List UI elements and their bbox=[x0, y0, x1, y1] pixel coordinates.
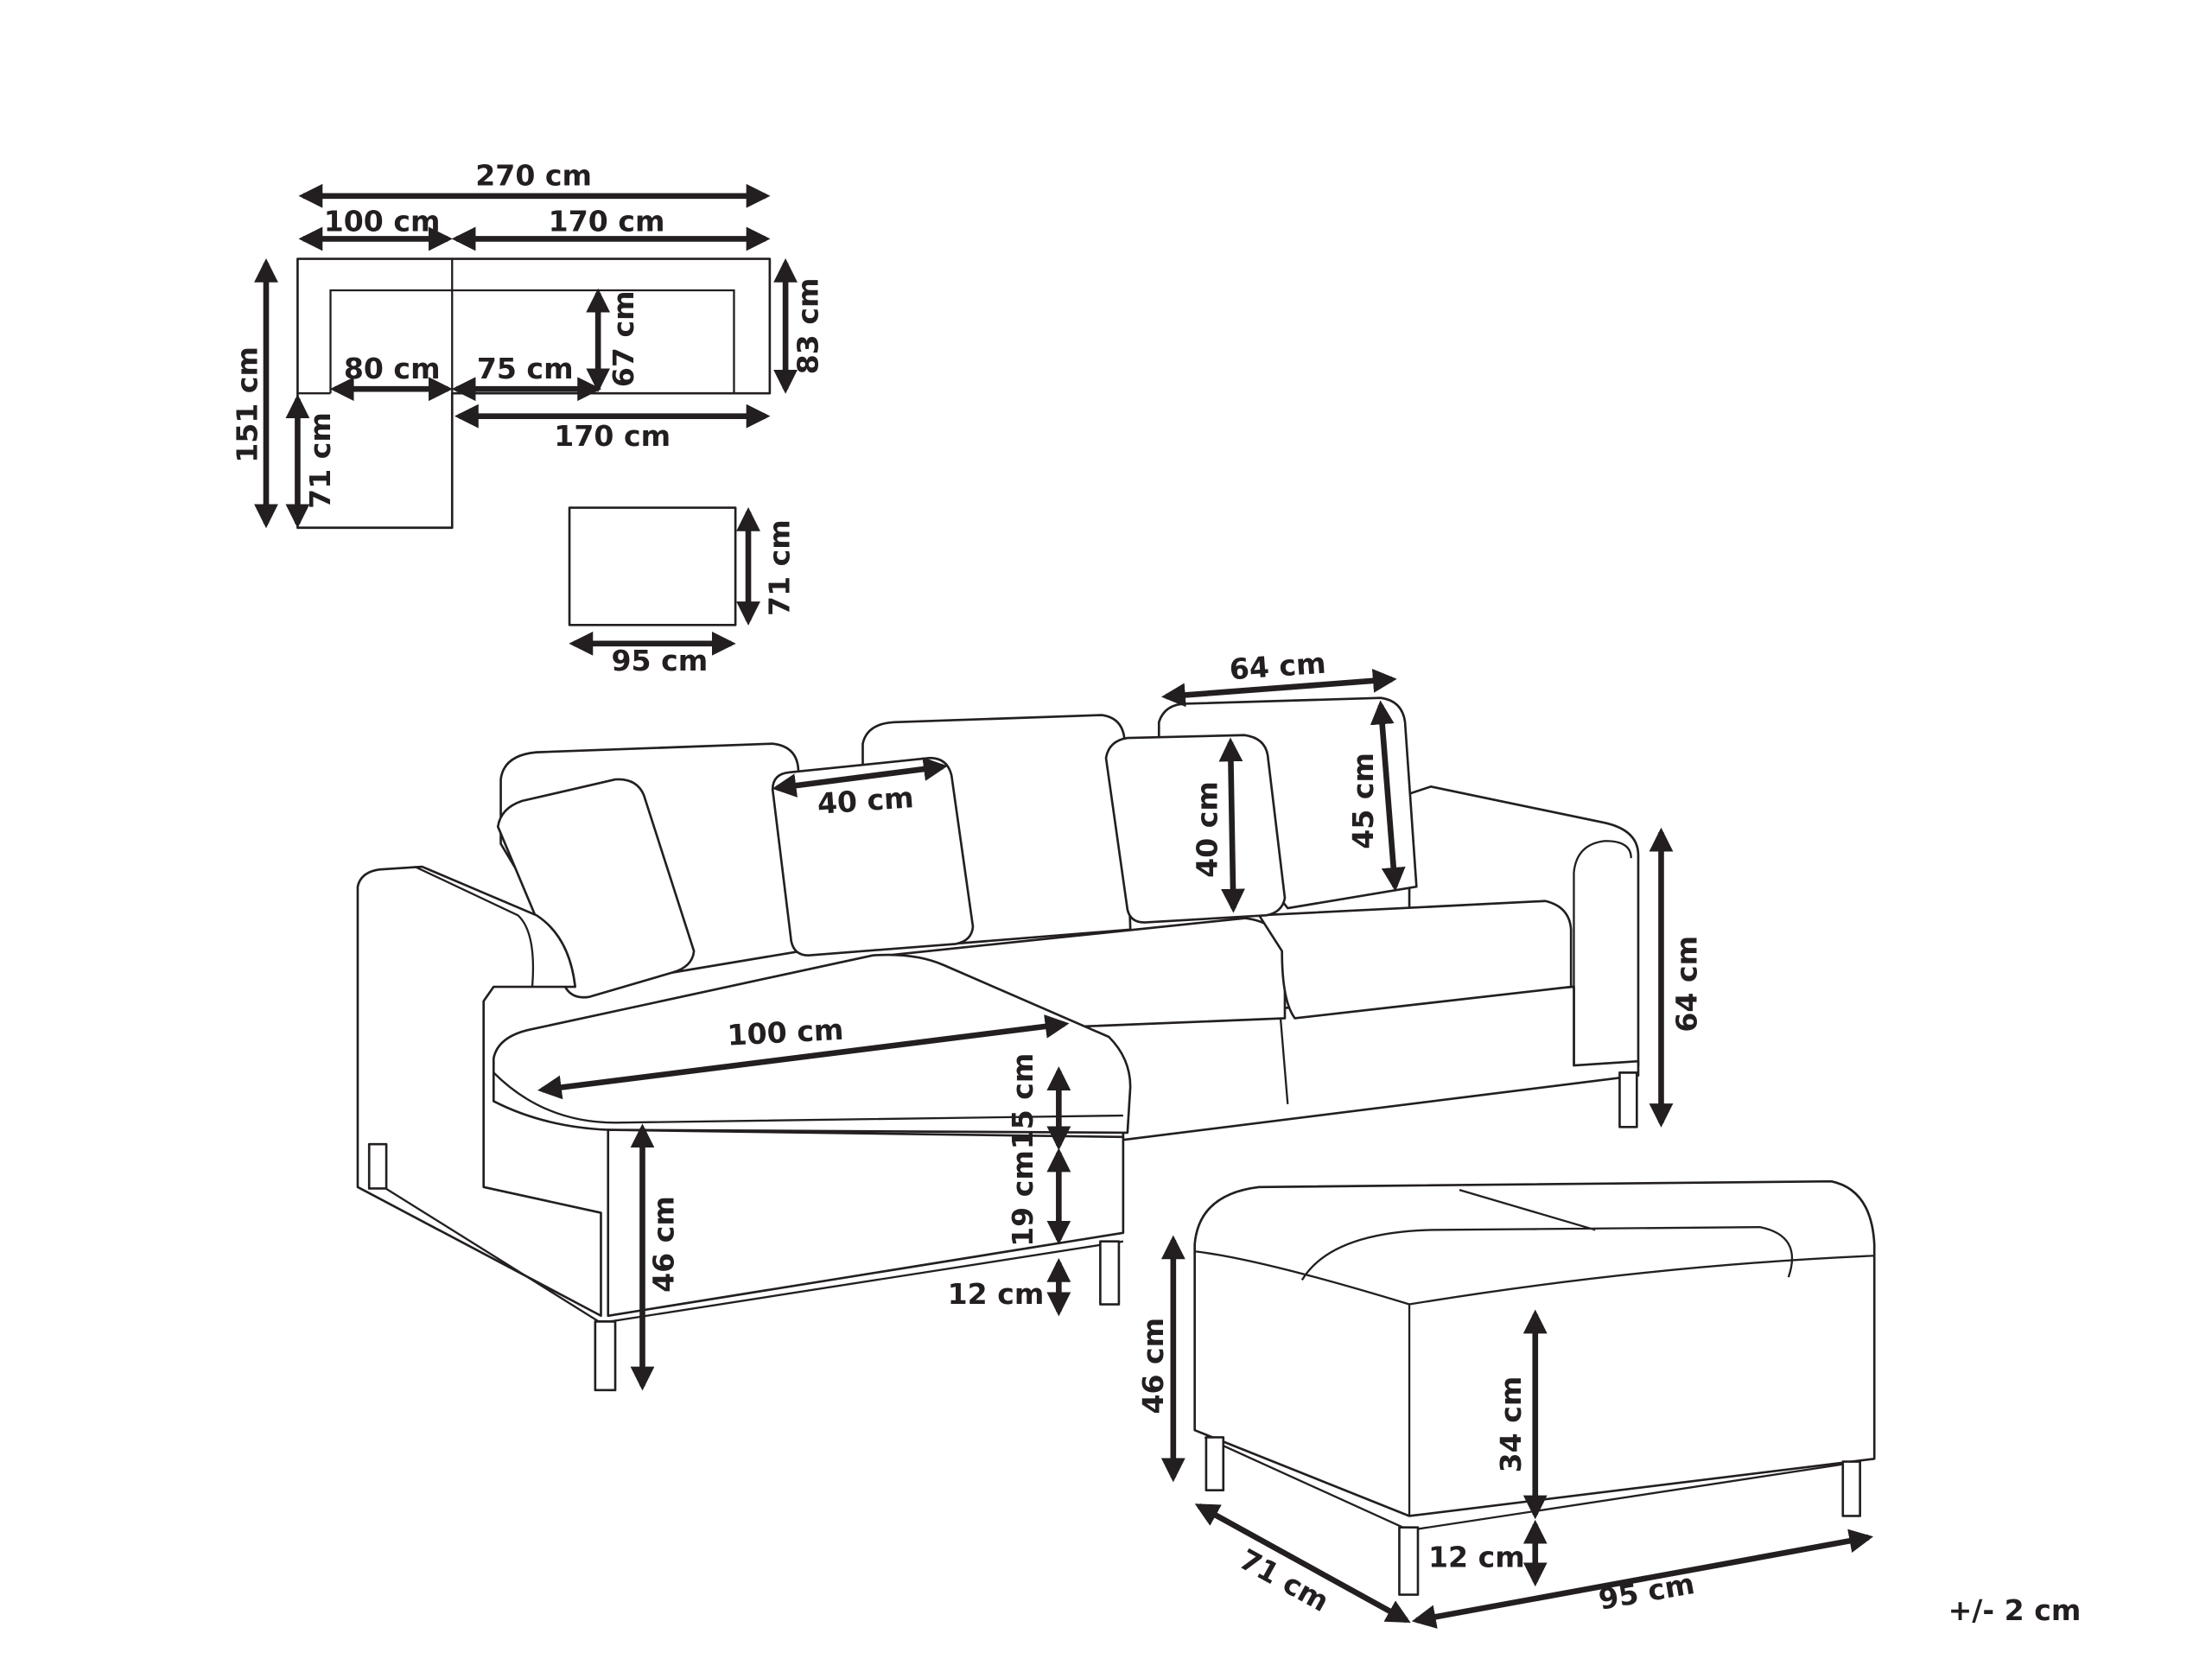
label-total-width: 270 cm bbox=[475, 159, 592, 193]
label-ottoman-leg-height: 12 cm bbox=[1428, 1541, 1525, 1574]
dim-arrow-back-cushion-width bbox=[1160, 669, 1397, 708]
ottoman-front-edge bbox=[1194, 1250, 1875, 1516]
sofa-dimensions: 64 cm 45 cm 40 cm 40 cm 64 cm 100 cm 15 … bbox=[537, 646, 1703, 1391]
label-chaise-seat-width: 80 cm bbox=[344, 352, 441, 385]
floor-plan-inner-line bbox=[329, 289, 735, 394]
label-pillow-height: 40 cm bbox=[1191, 781, 1224, 878]
left-arm-inner bbox=[414, 865, 535, 988]
label-total-height: 64 cm bbox=[1669, 936, 1703, 1033]
label-cushion-thickness: 15 cm bbox=[1006, 1053, 1039, 1150]
label-ottoman-plan-depth: 71 cm bbox=[763, 519, 797, 616]
label-seat-width-part: 75 cm bbox=[477, 352, 574, 385]
floor-plan-divider bbox=[297, 258, 454, 395]
ottoman-top-seams bbox=[1300, 1188, 1793, 1281]
left-arm bbox=[356, 865, 602, 1318]
ottoman-dimensions: 46 cm 34 cm 12 cm 71 cm 95 cm bbox=[1136, 1235, 1874, 1629]
base-seam bbox=[1279, 1018, 1289, 1104]
dim-arrow-pillow-width bbox=[772, 757, 948, 798]
label-ottoman-plan-width: 95 cm bbox=[611, 644, 708, 677]
label-sofa-width-lower: 170 cm bbox=[554, 419, 671, 453]
sofa-leg bbox=[1618, 1071, 1638, 1128]
label-seat-depth: 67 cm bbox=[607, 290, 640, 387]
label-ottoman-width: 95 cm bbox=[1596, 1567, 1697, 1617]
label-back-cushion-width: 64 cm bbox=[1228, 646, 1326, 687]
label-ottoman-body-height: 34 cm bbox=[1494, 1376, 1528, 1473]
label-ottoman-height: 46 cm bbox=[1136, 1318, 1170, 1414]
dim-arrow-back-cushion-height bbox=[1370, 700, 1406, 892]
label-sofa-width: 170 cm bbox=[549, 205, 665, 238]
sofa-leg bbox=[1099, 1240, 1121, 1306]
floor-plan-outline bbox=[296, 257, 772, 530]
ottoman-plan: 71 cm 95 cm bbox=[568, 506, 797, 677]
tolerance-note: +/- 2 cm bbox=[1948, 1593, 2082, 1627]
floor-plan: 270 cm 100 cm 170 cm 151 cm 71 cm 80 cm … bbox=[231, 159, 825, 530]
right-arm-inner bbox=[1573, 840, 1632, 988]
label-pillow-width: 40 cm bbox=[817, 780, 915, 821]
ottoman-leg bbox=[1841, 1460, 1861, 1517]
ottoman-plan-outline bbox=[568, 506, 737, 626]
label-leg-height: 12 cm bbox=[948, 1277, 1045, 1311]
dim-arrow-ottoman-width bbox=[1411, 1529, 1874, 1629]
label-chaise-extension: 71 cm bbox=[303, 412, 337, 509]
sofa-leg bbox=[367, 1142, 388, 1190]
label-chaise-cushion-length: 100 cm bbox=[727, 1013, 845, 1052]
label-total-depth: 151 cm bbox=[231, 346, 264, 463]
chaise-base bbox=[607, 1128, 1125, 1318]
ottoman-leg bbox=[1398, 1526, 1420, 1596]
label-base-height: 19 cm bbox=[1006, 1150, 1039, 1247]
dim-arrow-pillow-height bbox=[1218, 737, 1245, 913]
label-chaise-width: 100 cm bbox=[324, 205, 441, 238]
label-seat-height: 46 cm bbox=[646, 1196, 680, 1293]
chaise-cushion-edge bbox=[493, 1071, 1123, 1124]
seat-cushion-right bbox=[1257, 899, 1573, 1020]
sofa-leg bbox=[594, 1320, 617, 1392]
label-sofa-depth: 83 cm bbox=[791, 278, 825, 375]
dim-arrow-chaise-cushion-length bbox=[537, 1014, 1070, 1100]
ottoman-leg bbox=[1205, 1436, 1225, 1492]
label-back-cushion-height: 45 cm bbox=[1346, 753, 1380, 849]
dim-arrow-ottoman-depth bbox=[1194, 1503, 1411, 1624]
